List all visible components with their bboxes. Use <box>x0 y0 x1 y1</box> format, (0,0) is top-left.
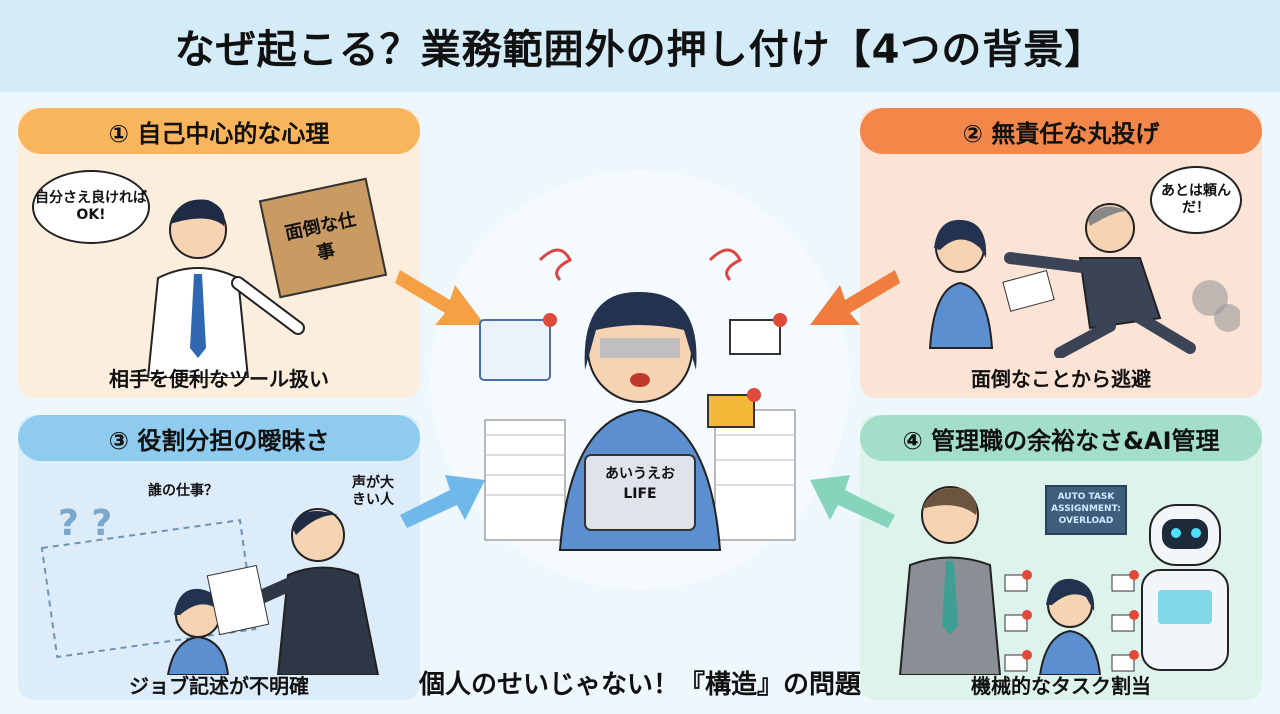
panel-caption: 機械的なタスク割当 <box>971 674 1151 698</box>
manager-running-illustration <box>928 203 1240 358</box>
panel-caption: 面倒なことから逃避 <box>971 367 1151 391</box>
footer-message: 個人のせいじゃない！『構造』の問題 <box>418 670 861 700</box>
panel-self-centered: ① 自己中心的な心理 自分さえ良ければOK! 面倒な仕事 相手を便利なツール扱い <box>18 108 420 398</box>
whose-task-label: 誰の仕事？ <box>148 483 218 499</box>
businessman-illustration <box>146 199 305 378</box>
panel-header: ③ 役割分担の曖昧さ <box>18 415 420 461</box>
arrow-icon <box>395 270 485 325</box>
speech-bubble: 自分さえ良ければOK! <box>32 170 150 244</box>
page-title: なぜ起こる？業務範囲外の押し付け【4つの背景】 <box>0 0 1280 92</box>
panel-header: ② 無責任な丸投げ <box>860 108 1262 154</box>
arrow-icon <box>810 270 900 325</box>
loud-person-label: 声が大きい人 <box>352 475 394 508</box>
panel-caption: 相手を便利なツール扱い <box>109 367 329 391</box>
role-confusion-illustration: ? ? <box>40 503 380 675</box>
panel-unclear-roles: ③ 役割分担の曖昧さ 誰の仕事？ 声が大きい人 ? ? ジョブ記述が不明確 <box>18 415 420 700</box>
panel-header: ① 自己中心的な心理 <box>18 108 420 154</box>
arrow-icon <box>810 475 895 528</box>
panel-manager-ai: ④ 管理職の余裕なさ&AI管理 AUTO TASK ASSIGNMENT: OV… <box>860 415 1262 700</box>
overwhelmed-worker-illustration <box>479 248 796 551</box>
svg-text:? ?: ? ? <box>58 503 112 544</box>
panel-caption: ジョブ記述が不明確 <box>129 674 309 698</box>
ai-screen-sign: AUTO TASK ASSIGNMENT: OVERLOAD <box>1045 485 1127 535</box>
manager-robot-illustration <box>898 486 1229 675</box>
panel-irresponsible-handoff: ② 無責任な丸投げ あとは頼んだ！ 面倒なことから逃避 <box>860 108 1262 398</box>
speech-bubble: あとは頼んだ！ <box>1150 166 1242 234</box>
laptop-label: あいうえお LIFE <box>605 466 675 502</box>
arrow-icon <box>400 475 485 528</box>
panel-header: ④ 管理職の余裕なさ&AI管理 <box>860 415 1262 461</box>
